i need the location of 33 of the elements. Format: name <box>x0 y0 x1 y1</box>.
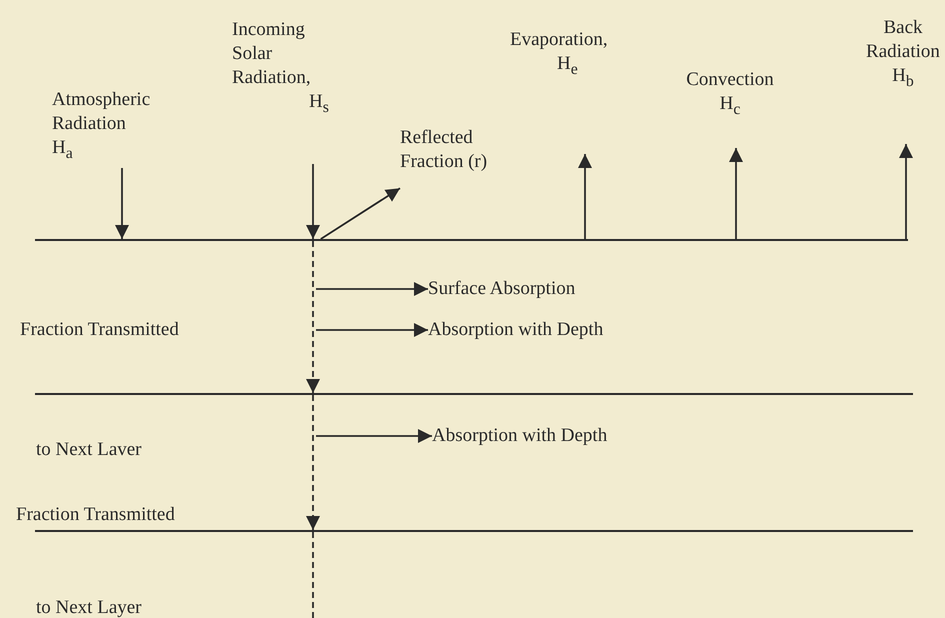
arrow <box>115 168 129 239</box>
label-text: Convection <box>686 68 774 92</box>
label-text: Absorption with Depth <box>428 318 604 342</box>
arrow <box>316 323 428 337</box>
label-text: to Next Laver <box>36 438 142 462</box>
label-text: Incoming Solar Radiation, <box>232 18 312 90</box>
arrow <box>306 164 320 239</box>
symbol-text: H$_{s}$ <box>308 90 329 118</box>
symbol-text: H$_{a}$ <box>52 136 73 164</box>
arrow <box>578 154 592 239</box>
label-text: Reflected Fraction (r) <box>400 126 488 174</box>
arrow <box>899 144 913 239</box>
label-text: Surface Absorption <box>428 277 576 301</box>
arrow <box>316 282 428 296</box>
water-surface-line <box>35 239 908 241</box>
dashed-arrow <box>306 241 320 393</box>
dashed-line <box>312 532 314 618</box>
layer-boundary-line <box>35 393 913 395</box>
label-text: Absorption with Depth <box>432 424 608 448</box>
label-text: Evaporation, <box>510 28 608 52</box>
arrow <box>316 429 432 443</box>
symbol-text: H$_{e}$ <box>556 52 578 80</box>
symbol-text: H$_{b}$ <box>892 64 914 92</box>
label-text: Fraction Transmitted <box>20 318 179 342</box>
label-text: to Next Layer <box>36 596 142 618</box>
dashed-arrow <box>306 395 320 530</box>
label-text: Back Radiation <box>865 16 941 64</box>
label-text: Fraction Transmitted <box>16 503 175 527</box>
label-text: Atmospheric Radiation <box>52 88 152 136</box>
layer-boundary-line <box>35 530 913 532</box>
symbol-text: H$_{c}$ <box>720 92 740 120</box>
arrow <box>320 187 400 240</box>
arrow <box>729 148 743 239</box>
